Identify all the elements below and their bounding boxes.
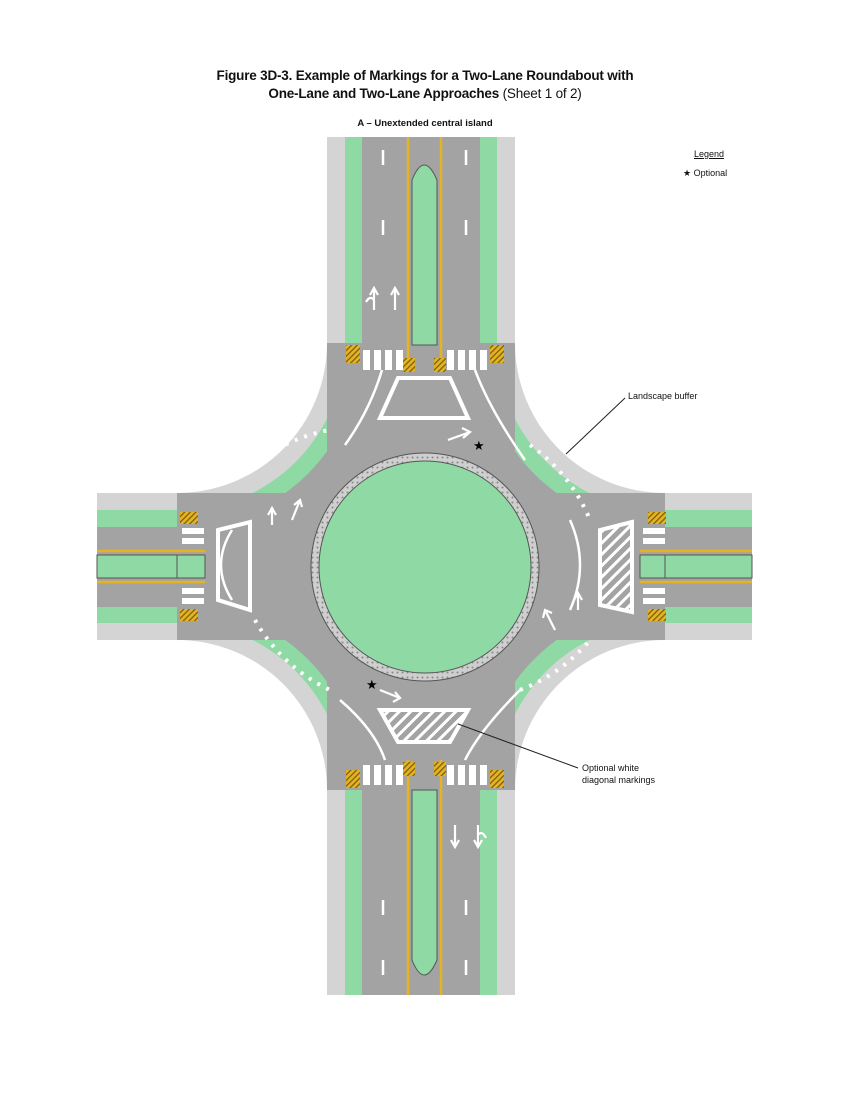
figure-title-line2: One-Lane and Two-Lane Approaches (Sheet … (0, 86, 850, 101)
figure-title-line1: Figure 3D-3. Example of Markings for a T… (216, 68, 634, 83)
star-icon: ★ (683, 168, 692, 178)
detectable-warning-surfaces (180, 345, 666, 788)
crosswalk-east (643, 528, 665, 604)
diagonal-markings-label-line1: Optional white (582, 763, 640, 773)
optional-star-marker: ★ (473, 439, 485, 454)
painted-islands (216, 376, 634, 744)
crosswalk-south (363, 765, 487, 785)
landscape-buffer-label: Landscape buffer (628, 391, 698, 401)
sheet-label: (Sheet 1 of 2) (502, 86, 582, 101)
crosswalk-north (363, 350, 487, 370)
figure-title-main: One-Lane and Two-Lane Approaches (268, 86, 500, 101)
diagonal-markings-label: Optional white diagonal markings (582, 762, 655, 786)
lane-lines (219, 150, 592, 975)
yellow-edge-lines (97, 137, 752, 995)
diagonal-markings-leader (457, 723, 579, 769)
legend-heading: Legend (694, 149, 725, 159)
figure-subtitle: A – Unextended central island (357, 118, 493, 129)
sidewalks-and-buffers (97, 137, 752, 995)
crosswalk-west (182, 528, 204, 604)
diagonal-markings-label-line2: diagonal markings (582, 775, 656, 785)
legend-item-label: Optional (693, 168, 728, 178)
lane-arrows (267, 285, 583, 850)
legend-item: ★ Optional (683, 167, 727, 179)
optional-star-marker: ★ (366, 678, 378, 693)
crosswalks (180, 345, 666, 788)
central-island (310, 452, 540, 682)
landscape-buffer-leader (565, 397, 626, 455)
splitter-islands (96, 164, 753, 976)
